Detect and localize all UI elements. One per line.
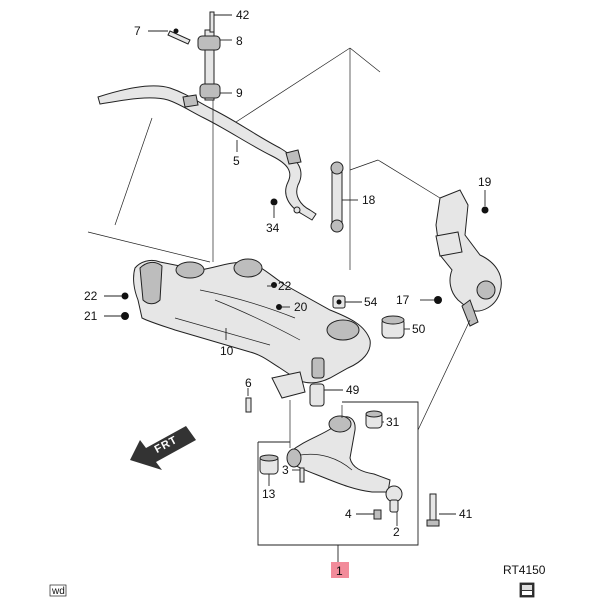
diagram-ref-code: RT4150 — [503, 563, 546, 577]
nut-54 — [332, 295, 346, 309]
stabilizer-link — [293, 161, 344, 233]
label-10: 10 — [220, 344, 234, 358]
stabilizer-bar — [97, 85, 317, 221]
label-49: 49 — [346, 383, 360, 397]
label-20: 20 — [294, 300, 308, 314]
label-1: 1 — [336, 564, 343, 578]
label-21: 21 — [84, 309, 98, 323]
label-7: 7 — [134, 24, 141, 38]
label-5: 5 — [233, 154, 240, 168]
label-42: 42 — [236, 8, 250, 22]
frt-direction-arrow: FRT — [130, 426, 196, 470]
label-17: 17 — [396, 293, 410, 307]
leader-lines — [87, 14, 486, 526]
label-50: 50 — [412, 322, 426, 336]
label-22-right: 22 — [278, 279, 292, 293]
label-31: 31 — [386, 415, 400, 429]
label-6: 6 — [245, 376, 252, 390]
label-2: 2 — [393, 525, 400, 539]
assembly-bracket-1 — [257, 401, 419, 562]
bolt-41 — [426, 493, 440, 527]
corner-tag-text: wd — [51, 586, 65, 597]
label-9: 9 — [236, 86, 243, 100]
bolt-3 — [299, 467, 305, 483]
label-18: 18 — [362, 193, 376, 207]
part-labels: 42 7 8 9 5 18 34 19 22 20 22 21 54 17 50… — [84, 8, 492, 578]
ball-joint-2 — [385, 485, 403, 513]
label-54: 54 — [364, 295, 378, 309]
label-22-left: 22 — [84, 289, 98, 303]
corner-tag: wd — [49, 584, 67, 597]
steering-knuckle — [435, 189, 502, 327]
lower-control-arm — [286, 415, 391, 493]
hardware-dots — [121, 28, 489, 320]
label-34: 34 — [266, 221, 280, 235]
bushing-31 — [365, 410, 383, 429]
stabilizer-bracket — [167, 11, 221, 101]
label-13: 13 — [262, 487, 276, 501]
label-8: 8 — [236, 34, 243, 48]
book-icon — [519, 582, 535, 598]
label-4: 4 — [345, 507, 352, 521]
label-19: 19 — [478, 175, 492, 189]
bushing-50 — [381, 315, 405, 339]
bolt-6 — [245, 397, 252, 413]
crossmember — [133, 258, 371, 407]
nut-4 — [373, 509, 382, 520]
highlight-part-1 — [331, 562, 349, 578]
label-41: 41 — [459, 507, 473, 521]
label-3: 3 — [282, 463, 289, 477]
bushing-13 — [259, 454, 279, 475]
